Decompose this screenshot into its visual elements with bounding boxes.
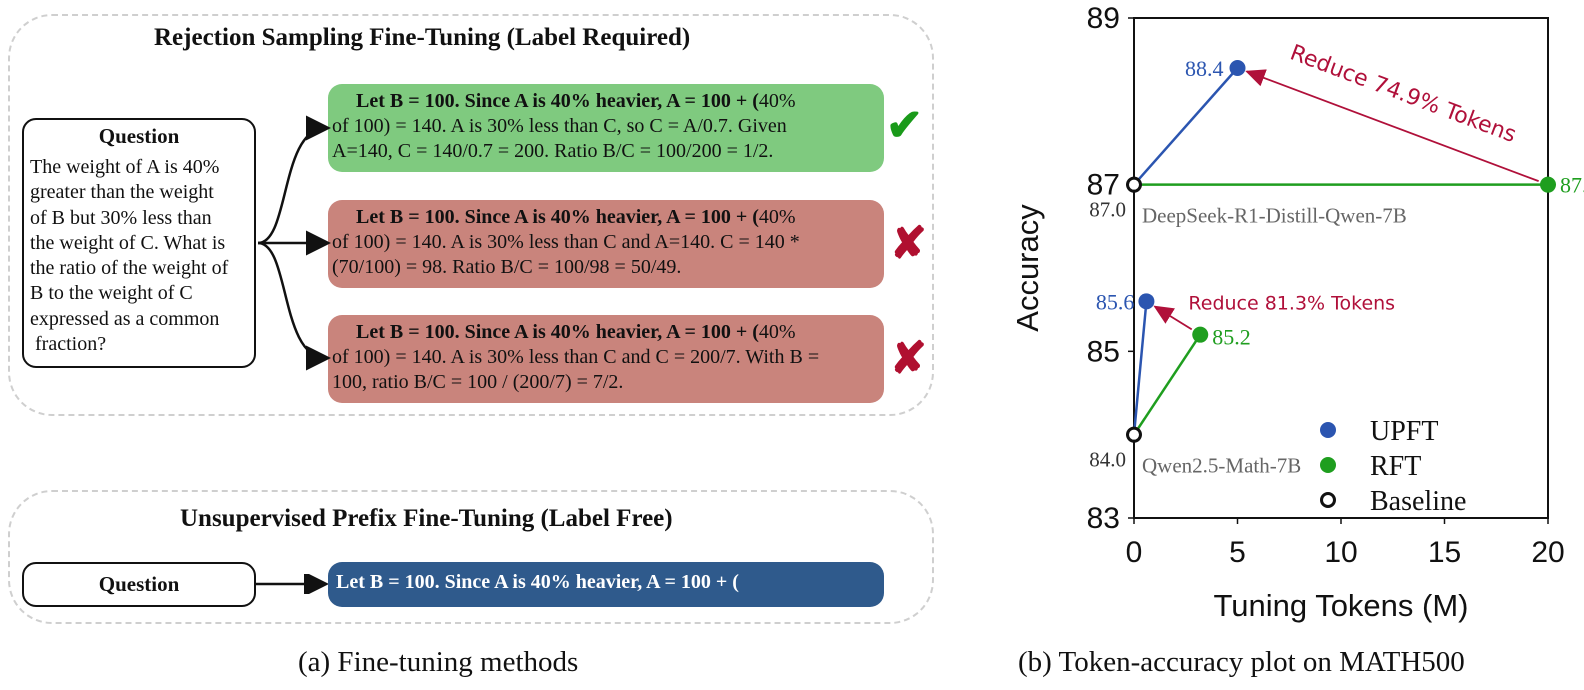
x-tick-label: 5 (1229, 536, 1246, 569)
y-axis-label: Accuracy (1010, 204, 1045, 332)
y-tick-label: 83 (1087, 502, 1120, 535)
y-tick-label: 85 (1087, 335, 1120, 368)
upft-value-label: 85.6 (1096, 289, 1135, 314)
response-text: 40% (758, 206, 796, 228)
branch-arrows (257, 115, 331, 371)
question-line: B to the weight of C (30, 282, 193, 305)
x-tick-label: 10 (1324, 536, 1357, 569)
baseline-value-label: 84.0 (1089, 448, 1126, 472)
upft-prefix-text: Let B = 100. Since A is 40% heavier, A =… (336, 571, 739, 593)
reduce-arrow-qwen (1153, 305, 1193, 331)
response-line: (70/100) = 98. Ratio B/C = 100/98 = 50/4… (332, 256, 682, 278)
question-line: expressed as a common (30, 307, 220, 330)
response-line: of 100) = 140. A is 30% less than C and … (332, 231, 800, 253)
rft-point (1192, 326, 1209, 343)
response-line: of 100) = 140. A is 30% less than C and … (332, 346, 820, 368)
question-line: the weight of C. What is (30, 231, 226, 254)
question-line: the ratio of the weight of (30, 257, 229, 280)
question-heading: Question (98, 124, 180, 148)
response-line: of 100) = 140. A is 30% less than C, so … (332, 115, 787, 137)
response-line: A=140, C = 140/0.7 = 200. Ratio B/C = 10… (332, 140, 774, 162)
legend-label: UPFT (1370, 416, 1438, 447)
caption-b: (b) Token-accuracy plot on MATH500 (1018, 646, 1465, 678)
rft-line-qwen (1132, 333, 1202, 436)
plot-frame (1133, 17, 1549, 519)
response-wrong-2: Let B = 100. Since A is 40% heavier, A =… (328, 315, 884, 403)
x-axis-label: Tuning Tokens (M) (1214, 588, 1469, 623)
annotation-reduce-deepseek: Reduce 74.9% Tokens (1287, 40, 1520, 148)
response-line: 100, ratio B/C = 100 / (200/7) = 7/2. (332, 371, 624, 393)
question-line: fraction? (30, 333, 107, 356)
rft-value-label: 85.2 (1212, 325, 1251, 350)
x-tick-label: 0 (1126, 536, 1143, 569)
baseline-model-label: Qwen2.5-Math-7B (1142, 454, 1301, 478)
legend-marker (1320, 492, 1336, 508)
response-text: 40% (758, 321, 796, 343)
upft-value-label: 88.4 (1185, 56, 1224, 81)
response-prefix: Let B = 100. Since A is 40% heavier, A =… (356, 206, 759, 228)
upft-panel (8, 490, 934, 624)
question-text: The weight of A is 40% greater than the … (24, 149, 254, 357)
branch-arrow-bottom (257, 241, 331, 371)
y-tick-label: 87 (1087, 169, 1120, 202)
upft-arrow (256, 574, 329, 594)
reduce-arrow-deepseek (1245, 69, 1539, 182)
x-tick-label: 15 (1428, 536, 1461, 569)
question-line: of B but 30% less than (30, 206, 212, 229)
caption-a: (a) Fine-tuning methods (298, 646, 579, 678)
question-line: The weight of A is 40% (30, 156, 220, 178)
upft-prefix-box: Let B = 100. Since A is 40% heavier, A =… (328, 562, 884, 607)
response-prefix: Let B = 100. Since A is 40% heavier, A =… (356, 90, 759, 112)
annotation-reduce-qwen: Reduce 81.3% Tokens (1188, 292, 1395, 314)
legend-marker (1320, 422, 1336, 438)
upft-point (1229, 60, 1246, 76)
rft-title: Rejection Sampling Fine-Tuning (Label Re… (154, 24, 691, 51)
branch-arrow-top (257, 115, 331, 245)
check-icon: ✔ (886, 101, 923, 150)
legend-label: Baseline (1370, 486, 1466, 517)
rft-value-label: 87.0 (1560, 173, 1584, 198)
upft-title: Unsupervised Prefix Fine-Tuning (Label F… (180, 505, 673, 532)
rft-point (1540, 176, 1556, 193)
baseline-point (1126, 426, 1142, 443)
response-correct: Let B = 100. Since A is 40% heavier, A =… (328, 84, 884, 172)
baseline-model-label: DeepSeek-R1-Distill-Qwen-7B (1142, 204, 1407, 228)
y-tick-label: 89 (1087, 2, 1120, 35)
response-wrong-1: Let B = 100. Since A is 40% heavier, A =… (328, 200, 884, 288)
cross-icon: ✘ (890, 219, 927, 268)
legend-label: RFT (1370, 451, 1421, 482)
question-line: greater than the weight (30, 181, 214, 204)
upft-question-label: Question (98, 572, 180, 596)
rft-panel (8, 14, 934, 416)
baseline-value-label: 87.0 (1089, 198, 1126, 222)
response-prefix: Let B = 100. Since A is 40% heavier, A =… (356, 321, 759, 343)
upft-line-deepseek (1133, 67, 1239, 186)
upft-point (1138, 293, 1155, 310)
question-box: Question The weight of A is 40% greater … (22, 118, 256, 368)
cross-icon: ✘ (890, 334, 927, 383)
x-tick-label: 20 (1531, 536, 1564, 569)
response-text: 40% (758, 90, 796, 112)
upft-question-box: Question (22, 562, 256, 607)
upft-line-qwen (1132, 301, 1148, 435)
baseline-point (1126, 176, 1142, 193)
legend-marker (1320, 457, 1336, 473)
